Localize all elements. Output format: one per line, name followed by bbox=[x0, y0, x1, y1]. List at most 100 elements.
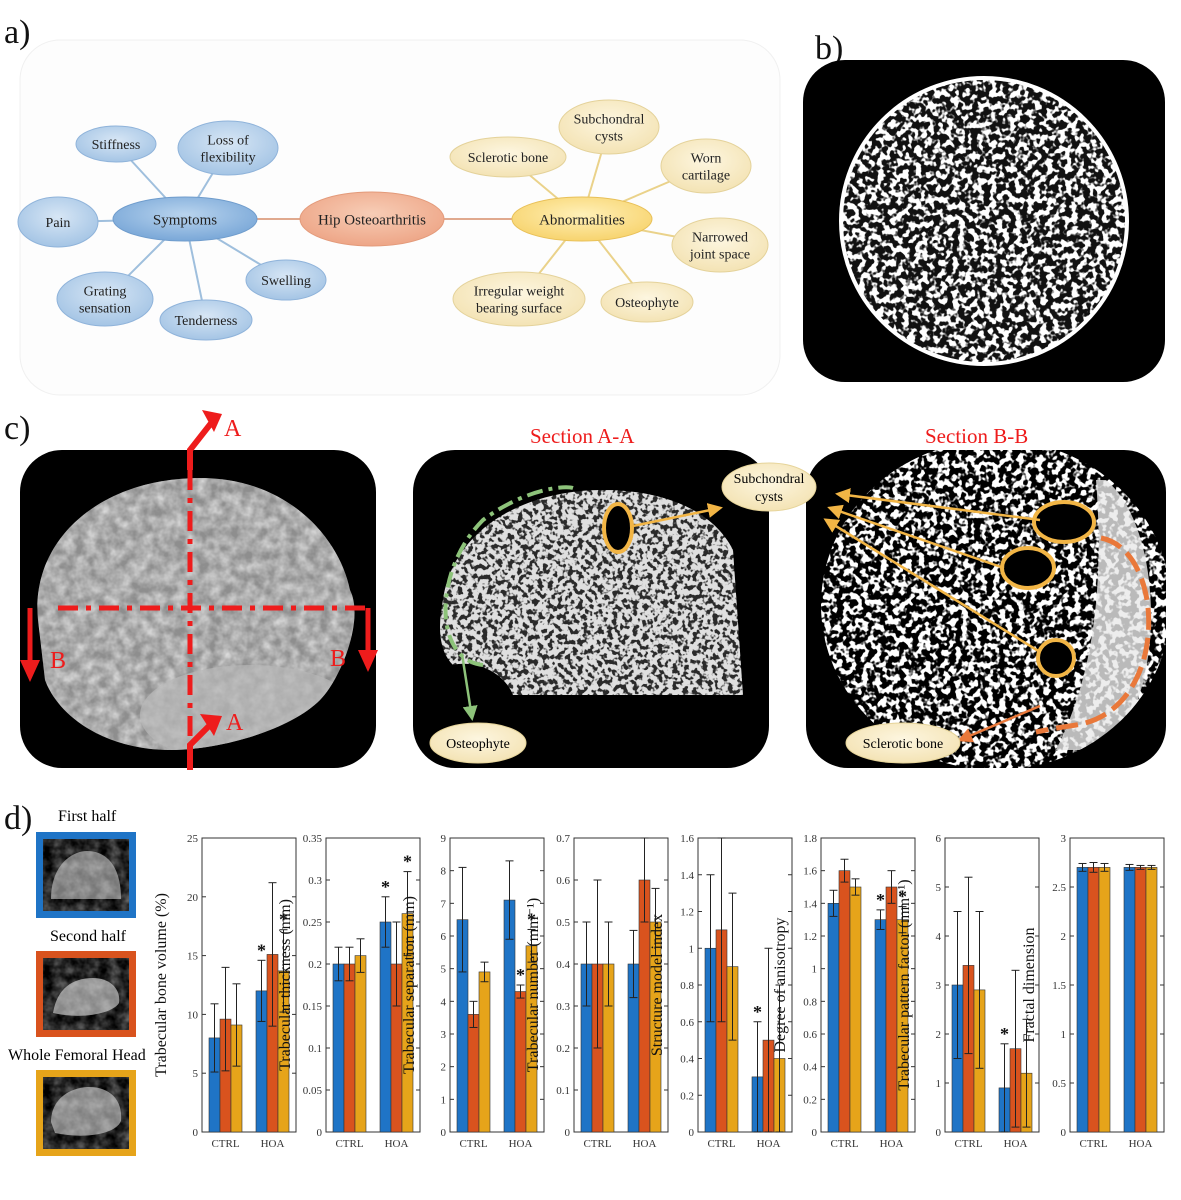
y-tick-label: 3 bbox=[936, 980, 942, 992]
x-tick-label: HOA bbox=[509, 1138, 533, 1150]
y-tick-label: 9 bbox=[441, 833, 447, 845]
x-tick-label: CTRL bbox=[335, 1138, 363, 1150]
y-tick-label: 5 bbox=[441, 964, 447, 976]
bar bbox=[379, 921, 392, 1133]
significance-marker: * bbox=[381, 877, 390, 897]
section-aa-panel bbox=[413, 450, 769, 768]
mindmap-label-symptoms: Symptoms bbox=[153, 212, 217, 228]
chart-frame bbox=[449, 837, 545, 1133]
y-tick-label: 0 bbox=[441, 1127, 447, 1139]
y-tick-label: 5 bbox=[936, 882, 942, 894]
mindmap-label-narrowed-joint-space: joint space bbox=[689, 247, 750, 262]
mindmap-label-irregular-weight-bearing: bearing surface bbox=[476, 301, 562, 316]
y-tick-label: 0 bbox=[317, 1127, 323, 1139]
bar bbox=[1098, 867, 1111, 1133]
section-cut-overlay: A A B B bbox=[20, 410, 378, 770]
y-tick-label: 1 bbox=[812, 964, 818, 976]
y-tick-label: 0 bbox=[812, 1127, 818, 1139]
y-tick-label: 0.5 bbox=[1052, 1078, 1066, 1090]
y-axis-label: Trabecular thickness (mm) bbox=[277, 899, 294, 1071]
y-tick-label: 20 bbox=[187, 892, 199, 904]
mindmap-node-symptoms: Symptoms bbox=[112, 196, 258, 242]
callout-osteophyte: Osteophyte bbox=[446, 737, 510, 752]
y-axis-label: Degree of anisotropy bbox=[772, 917, 789, 1052]
y-tick-label: 1.4 bbox=[680, 870, 694, 882]
y-tick-label: 0 bbox=[193, 1127, 199, 1139]
mindmap-label-center: Hip Osteoarthritis bbox=[318, 212, 426, 228]
y-tick-label: 1.6 bbox=[680, 833, 694, 845]
thumb-first-label: First half bbox=[58, 808, 117, 825]
mindmap-node-sclerotic-bone: Sclerotic bone bbox=[449, 136, 567, 178]
thumb-first-image bbox=[43, 839, 129, 911]
y-tick-label: 0.2 bbox=[680, 1090, 694, 1102]
y-axis-label: Fractal dimension bbox=[1021, 927, 1038, 1042]
mindmap-node-stiffness: Stiffness bbox=[75, 125, 157, 163]
y-tick-label: 6 bbox=[441, 931, 447, 943]
x-tick-label: CTRL bbox=[583, 1138, 611, 1150]
thumb-whole-image bbox=[43, 1077, 129, 1149]
mindmap-label-worn-cartilage: Worn bbox=[691, 151, 722, 166]
mindmap-node-tenderness: Tenderness bbox=[159, 299, 253, 341]
chart-frame bbox=[820, 837, 916, 1133]
mindmap-label-loss-of-flexibility: Loss of bbox=[207, 133, 249, 148]
cut-label-a-top: A bbox=[224, 416, 242, 442]
mindmap-label-osteophyte: Osteophyte bbox=[615, 296, 679, 311]
ct-slice-image bbox=[839, 76, 1129, 366]
y-tick-label: 4 bbox=[441, 996, 447, 1008]
x-tick-label: CTRL bbox=[211, 1138, 239, 1150]
chart-frame bbox=[573, 837, 669, 1133]
x-tick-label: HOA bbox=[880, 1138, 904, 1150]
mindmap-label-tenderness: Tenderness bbox=[175, 314, 238, 329]
thumb-second-half bbox=[36, 951, 136, 1037]
mindmap-label-irregular-weight-bearing: Irregular weight bbox=[474, 284, 565, 299]
significance-marker: * bbox=[753, 1002, 762, 1022]
y-tick-label: 10 bbox=[187, 1009, 199, 1021]
section-aa-image bbox=[440, 485, 744, 695]
x-tick-label: HOA bbox=[1129, 1138, 1153, 1150]
x-tick-label: HOA bbox=[757, 1138, 781, 1150]
y-tick-label: 0.1 bbox=[556, 1085, 570, 1097]
mindmap-label-subchondral-cysts: Subchondral bbox=[574, 112, 645, 127]
mindmap-label-swelling: Swelling bbox=[261, 274, 311, 289]
bar bbox=[332, 963, 345, 1133]
y-tick-label: 1 bbox=[936, 1078, 942, 1090]
y-tick-label: 0.5 bbox=[556, 917, 570, 929]
cut-label-b-right: B bbox=[330, 646, 346, 672]
y-tick-label: 25 bbox=[187, 833, 199, 845]
y-tick-label: 7 bbox=[441, 898, 447, 910]
y-tick-label: 0 bbox=[565, 1127, 571, 1139]
y-tick-label: 5 bbox=[193, 1068, 199, 1080]
y-tick-label: 0 bbox=[936, 1127, 942, 1139]
bar bbox=[827, 903, 840, 1133]
y-tick-label: 0.35 bbox=[303, 833, 323, 845]
mindmap-node-pain: Pain bbox=[17, 196, 99, 248]
y-tick-label: 0.3 bbox=[308, 875, 322, 887]
y-axis-label: Trabecular number (mm⁻¹) bbox=[525, 898, 542, 1072]
mindmap-label-grating-sensation: sensation bbox=[79, 301, 131, 316]
chart-frame bbox=[325, 837, 421, 1133]
y-tick-label: 0.2 bbox=[803, 1094, 817, 1106]
bar bbox=[1145, 867, 1158, 1133]
x-tick-label: CTRL bbox=[707, 1138, 735, 1150]
x-tick-label: HOA bbox=[1004, 1138, 1028, 1150]
callout-cysts-line2: cysts bbox=[755, 490, 783, 505]
x-tick-label: CTRL bbox=[954, 1138, 982, 1150]
bar bbox=[849, 886, 862, 1133]
ct-slice-panel bbox=[803, 60, 1165, 382]
significance-marker: * bbox=[257, 940, 266, 960]
x-tick-label: CTRL bbox=[830, 1138, 858, 1150]
y-tick-label: 1.2 bbox=[803, 931, 817, 943]
y-axis-label: Structure model index bbox=[649, 914, 666, 1056]
section-bb-image bbox=[821, 450, 1166, 768]
y-tick-label: 1.5 bbox=[1052, 980, 1066, 992]
y-tick-label: 3 bbox=[1061, 833, 1067, 845]
bar bbox=[1123, 867, 1136, 1133]
thumb-second-label: Second half bbox=[50, 928, 126, 945]
